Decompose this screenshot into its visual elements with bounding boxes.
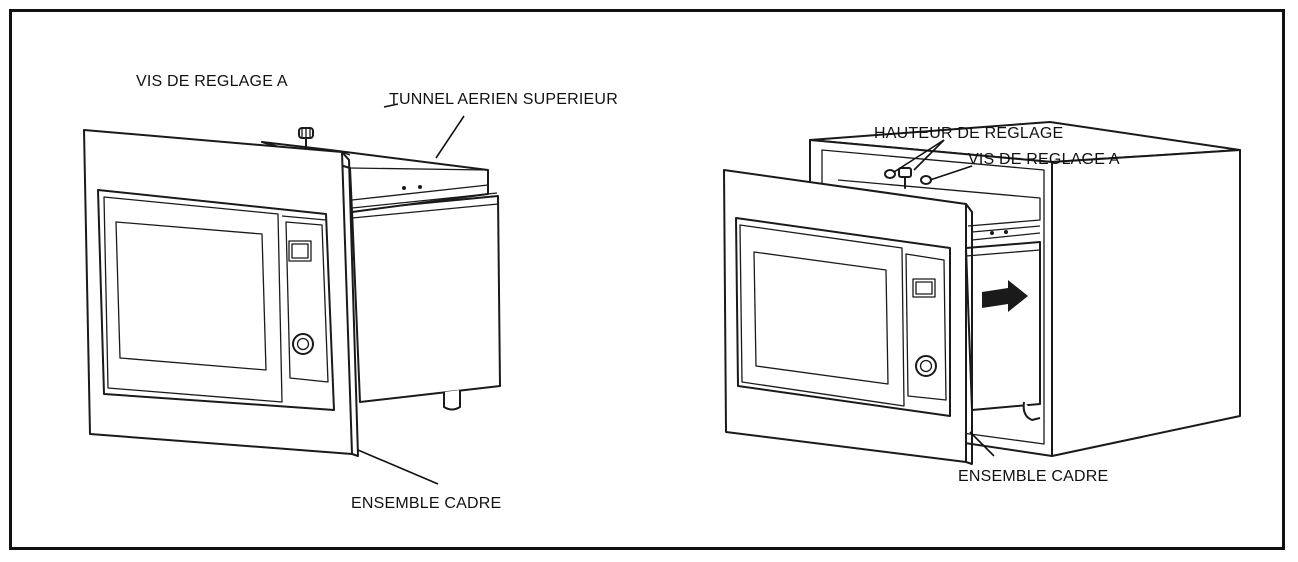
upper-air-tunnel-right — [837, 179, 1041, 241]
height-adjust-label: HAUTEUR DE REGLAGE — [874, 125, 1063, 142]
frame-assembly-label-left: ENSEMBLE CADRE — [351, 495, 501, 512]
diagram-border — [9, 9, 1285, 550]
microwave-front-left — [97, 189, 335, 411]
right-leader-lines — [893, 139, 995, 457]
adjust-screw-right-icon — [884, 167, 932, 189]
push-direction-arrow-icon — [982, 280, 1028, 312]
adjust-screw-label-left: VIS DE REGLAGE A — [136, 73, 288, 90]
right-figure: HAUTEUR DE REGLAGE VIS DE REGLAGE A ENSE… — [723, 121, 1241, 485]
left-leader-lines — [357, 103, 465, 485]
left-figure: VIS DE REGLAGE A TUNNEL AERIEN SUPERIEUR… — [83, 73, 618, 512]
microwave-body-left — [351, 195, 501, 411]
microwave-body-right — [965, 241, 1041, 421]
microwave-front-right — [735, 217, 951, 417]
frame-assembly-label-right: ENSEMBLE CADRE — [958, 468, 1108, 485]
upper-tunnel-label: TUNNEL AERIEN SUPERIEUR — [389, 91, 618, 108]
adjust-screw-label-right: VIS DE REGLAGE A — [968, 151, 1120, 168]
